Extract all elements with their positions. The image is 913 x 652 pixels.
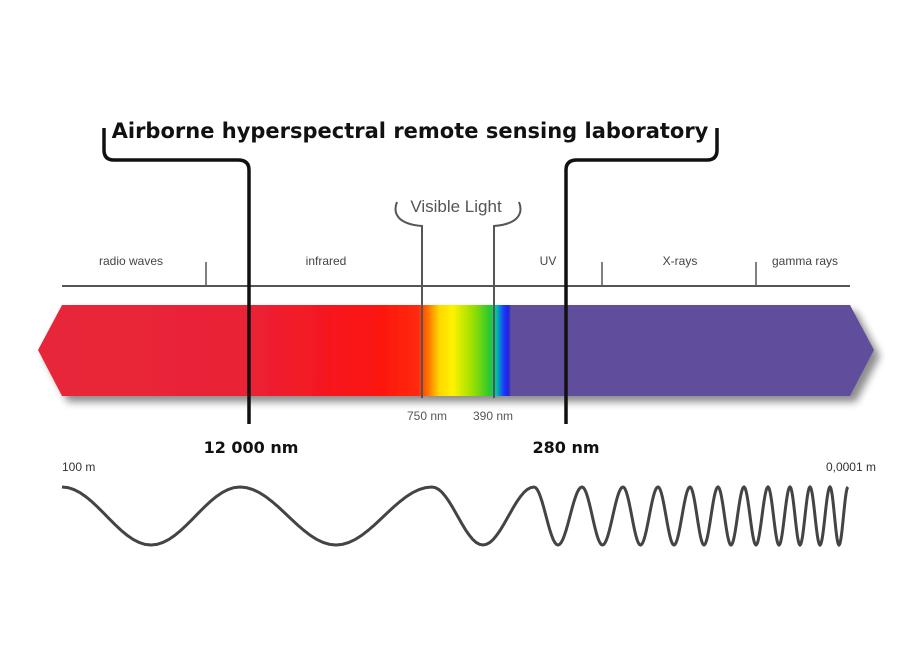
wavelength-wave xyxy=(61,484,850,548)
label-280-nm: 280 nm xyxy=(532,438,599,457)
label-radio-waves: radio waves xyxy=(99,254,163,268)
label-gamma-rays: gamma rays xyxy=(772,254,838,268)
spectrum-band xyxy=(38,305,874,396)
lab-title: Airborne hyperspectral remote sensing la… xyxy=(112,119,709,143)
label-390-nm: 390 nm xyxy=(473,409,513,423)
label-12000-nm: 12 000 nm xyxy=(204,438,299,457)
label-750-nm: 750 nm xyxy=(407,409,447,423)
label-uv: UV xyxy=(540,254,557,268)
lab-range-bracket xyxy=(102,128,719,424)
label-infrared: infrared xyxy=(306,254,347,268)
visible-light-label: Visible Light xyxy=(410,197,502,216)
label-x-rays: X-rays xyxy=(663,254,698,268)
label-0-0001-m: 0,0001 m xyxy=(826,460,876,474)
visible-light-bracket xyxy=(394,201,522,398)
label-100-m: 100 m xyxy=(62,460,95,474)
